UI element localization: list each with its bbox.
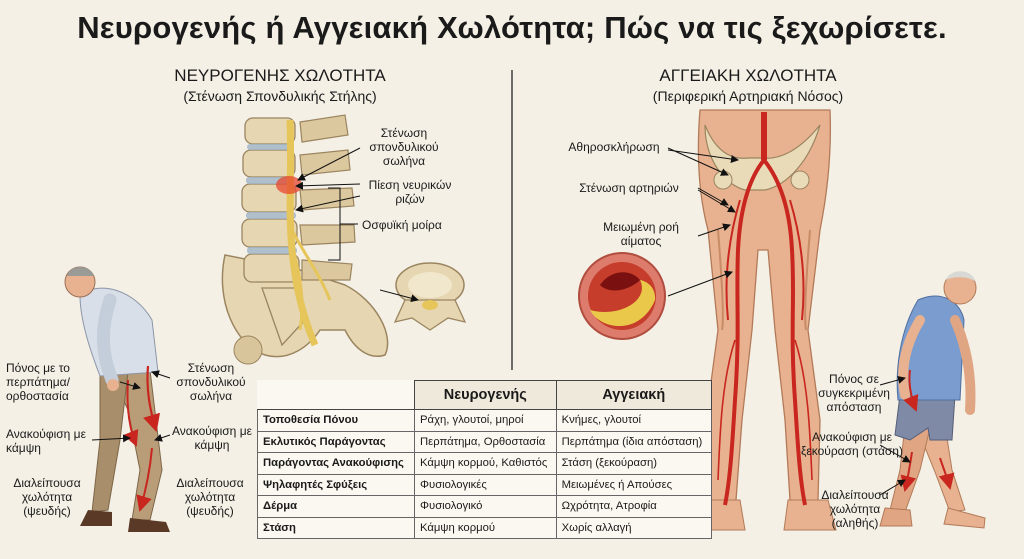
label-neuro-pain: Πόνος με το περπάτημα/ ορθοστασία	[6, 361, 70, 403]
label-neuro-claudication-right: Διαλείπουσα χωλότητα (ψευδής)	[176, 476, 244, 518]
label-nerve-root-pressure: Πίεση νευρικών ριζών	[368, 178, 452, 206]
row-label: Τοποθεσία Πόνου	[257, 409, 415, 432]
row-label: Εκλυτικός Παράγοντας	[257, 430, 415, 453]
vascular-heading: ΑΓΓΕΙΑΚΗ ΧΩΛΟΤΗΤΑ	[659, 66, 837, 85]
page-title: Νευρογενής ή Αγγειακή Χωλότητα; Πώς να τ…	[77, 10, 947, 45]
label-lumbar-spine: Οσφυϊκή μοίρα	[362, 218, 442, 232]
label-vascular-claudication: Διαλείπουσα χωλότητα (αληθής)	[821, 488, 889, 530]
arterial-legs-illustration	[667, 109, 837, 531]
cell-neuro: Κάμψη κορμού, Καθιστός	[414, 452, 557, 475]
table-row: Ψηλαφητές Σφύξεις Φυσιολογικές Μειωμένες…	[257, 473, 713, 496]
label-spinal-stenosis: Στένωση σπονδυλικού σωλήνα	[369, 126, 439, 168]
table-header-neuro: Νευρογενής	[414, 380, 557, 410]
table-header-row: Νευρογενής Αγγειακή	[257, 380, 713, 410]
cell-neuro: Περπάτημα, Ορθοστασία	[414, 430, 557, 453]
vertebra-cross-section	[379, 262, 467, 331]
row-label: Ψηλαφητές Σφύξεις	[257, 473, 415, 496]
row-label: Δέρμα	[257, 495, 415, 518]
neurogenic-patient-figure	[64, 266, 171, 532]
cell-vascular: Ωχρότητα, Ατροφία	[555, 495, 713, 518]
cell-vascular: Χωρίς αλλαγή	[555, 516, 713, 539]
vascular-subheading: (Περιφερική Αρτηριακή Νόσος)	[652, 88, 844, 104]
neuro-heading: ΝΕΥΡΟΓΕΝΗΣ ΧΩΛΟΤΗΤΑ	[174, 66, 386, 85]
table-header-vascular: Αγγειακή	[555, 380, 713, 410]
table-row: Στάση Κάμψη κορμού Χωρίς αλλαγή	[257, 516, 713, 539]
table-corner	[257, 380, 415, 410]
cell-vascular: Περπάτημα (ίδια απόσταση)	[555, 430, 713, 453]
table-row: Παράγοντας Ανακούφισης Κάμψη κορμού, Καθ…	[257, 452, 713, 475]
cell-vascular: Μειωμένες ή Απούσες	[555, 473, 713, 496]
cell-vascular: Κνήμες, γλουτοί	[555, 409, 713, 432]
spine-illustration	[221, 114, 389, 365]
label-neuro-stenosis: Στένωση σπονδυλικού σωλήνα	[176, 361, 246, 403]
label-vascular-pain: Πόνος σε συγκεκριμένη απόσταση	[818, 372, 890, 414]
label-atherosclerosis: Αθηροσκλήρωση	[568, 140, 660, 154]
cell-vascular: Στάση (ξεκούραση)	[555, 452, 713, 475]
cell-neuro: Φυσιολογικές	[414, 473, 557, 496]
label-neuro-claudication-left: Διαλείπουσα χωλότητα (ψευδής)	[13, 476, 81, 518]
label-vascular-relief: Ανακούφιση με ξεκούραση (στάση)	[801, 430, 903, 458]
label-reduced-blood-flow: Μειωμένη ροή αίματος	[603, 220, 679, 248]
table-row: Τοποθεσία Πόνου Ράχη, γλουτοί, μηροί Κνή…	[257, 409, 713, 432]
artery-cross-section	[578, 252, 666, 340]
table-row: Εκλυτικός Παράγοντας Περπάτημα, Ορθοστασ…	[257, 430, 713, 453]
cell-neuro: Ράχη, γλουτοί, μηροί	[414, 409, 557, 432]
comparison-table: Νευρογενής Αγγειακή Τοποθεσία Πόνου Ράχη…	[257, 380, 713, 539]
cell-neuro: Κάμψη κορμού	[414, 516, 557, 539]
label-artery-narrowing: Στένωση αρτηριών	[579, 181, 679, 195]
label-neuro-relief-right: Ανακούφιση με κάμψη	[172, 424, 252, 452]
table-row: Δέρμα Φυσιολογικό Ωχρότητα, Ατροφία	[257, 495, 713, 518]
label-neuro-relief-left: Ανακούφιση με κάμψη	[6, 427, 86, 455]
vascular-patient-figure	[879, 271, 986, 529]
row-label: Στάση	[257, 516, 415, 539]
neuro-subheading: (Στένωση Σπονδυλικής Στήλης)	[183, 88, 377, 104]
cell-neuro: Φυσιολογικό	[414, 495, 557, 518]
row-label: Παράγοντας Ανακούφισης	[257, 452, 415, 475]
